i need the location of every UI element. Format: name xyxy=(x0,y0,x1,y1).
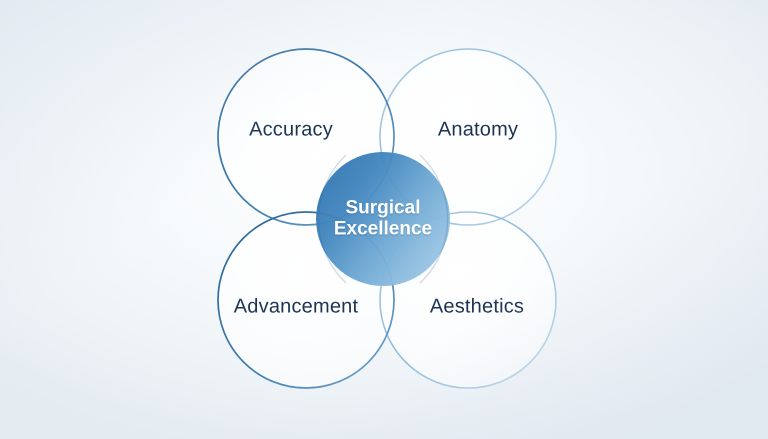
hub-arc-overlay xyxy=(317,154,449,284)
petal-circle-anatomy[interactable] xyxy=(379,48,557,226)
center-circle[interactable] xyxy=(316,152,450,286)
petal-circle-advancement[interactable] xyxy=(217,211,395,389)
petal-circle-aesthetics[interactable] xyxy=(379,211,557,389)
petal-circle-accuracy[interactable] xyxy=(217,48,395,226)
